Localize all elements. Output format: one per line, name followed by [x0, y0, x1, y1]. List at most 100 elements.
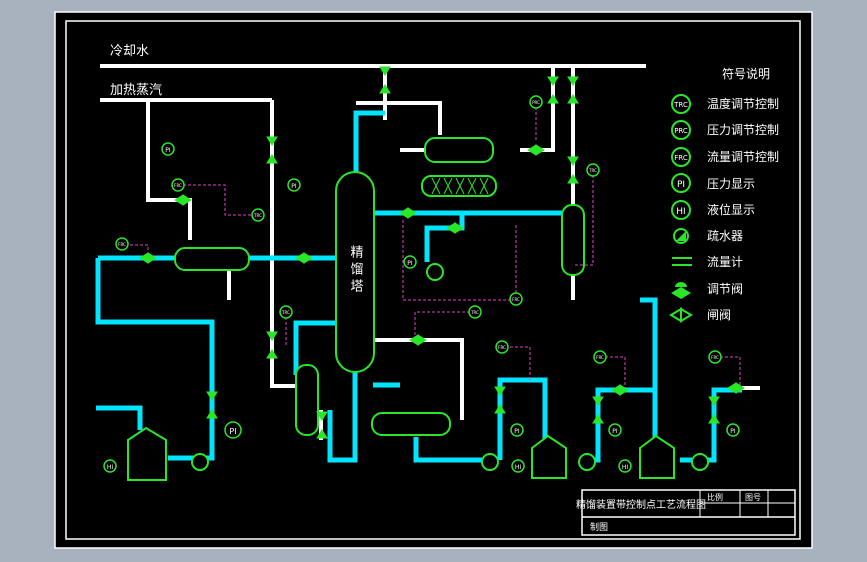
reboiler-return — [293, 320, 337, 375]
svg-text:PI: PI — [730, 428, 736, 435]
svg-text:流量调节控制: 流量调节控制 — [707, 150, 779, 164]
tank3-valve — [708, 396, 720, 424]
cw-gate-1 — [547, 76, 559, 104]
steam-gate-valve — [266, 136, 278, 164]
cw-bottom-cooler — [371, 338, 464, 420]
drafter-label: 制图 — [590, 521, 608, 533]
legend-title: 符号说明 — [722, 66, 770, 81]
condenser — [424, 137, 494, 163]
pi-bubble-steam-2: PI — [287, 178, 301, 192]
svg-text:FRC: FRC — [174, 183, 182, 188]
cw-condenser-in — [356, 101, 442, 135]
reflux-drum — [421, 175, 497, 197]
process-lines — [95, 110, 742, 463]
product-tank-1 — [531, 434, 567, 479]
pi-bubble-tank1: PI — [510, 423, 524, 437]
instrument-bubbles: PI PI PI PI PI PI PI HI — [103, 95, 740, 473]
trc-bubble-bottom: TRC — [468, 305, 482, 319]
hi-symbol-icon — [671, 200, 691, 220]
prc-bubble-condenser: PRC — [529, 95, 543, 109]
signal-frc-3 — [720, 356, 741, 388]
feed-gate-valve — [206, 391, 218, 419]
feed-pump — [191, 453, 209, 471]
svg-text:PI: PI — [229, 427, 236, 436]
equipment — [127, 137, 709, 481]
cooler-cw-valve — [567, 156, 579, 184]
transfer-pump-1 — [578, 453, 596, 471]
pi-symbol-icon — [671, 173, 691, 193]
pi-bubble-feed: PI — [224, 421, 242, 439]
svg-text:闸阀: 闸阀 — [707, 308, 731, 322]
frc2-control-valve — [611, 384, 629, 396]
reboiler-steam-valve — [266, 331, 278, 359]
svg-text:疏水器: 疏水器 — [707, 228, 743, 243]
frc-bubble-reflux: FRC — [509, 292, 523, 306]
legend-item-flowmeter: 流量计 — [672, 255, 743, 269]
cw-condenser-valve — [527, 144, 545, 156]
bottom-pump — [481, 453, 499, 471]
product-cooler — [561, 204, 585, 276]
bottom-control-valve — [409, 334, 427, 346]
cooler-to-pump — [413, 437, 490, 463]
signal-reflux — [402, 220, 517, 301]
feed-preheater — [174, 247, 250, 271]
legend-item-hi: HI 液位显示 — [671, 200, 755, 220]
pi-bubble-tank3: PI — [726, 423, 740, 437]
transfer-pump-2 — [691, 453, 709, 471]
svg-text:FRC: FRC — [498, 345, 506, 350]
frc-symbol-icon — [671, 147, 691, 167]
legend-item-frc: FRC 流量调节控制 — [671, 147, 779, 167]
tank1-line — [497, 377, 548, 460]
cooling-water-label: 冷却水 — [110, 44, 149, 59]
svg-text:PI: PI — [677, 180, 685, 190]
raw-tank-inlet — [96, 405, 143, 430]
svg-text:流量计: 流量计 — [707, 255, 743, 269]
legend-item-gate-valve: 闸阀 — [669, 307, 731, 323]
bottom-product-cooler — [371, 412, 451, 436]
svg-text:压力调节控制: 压力调节控制 — [707, 123, 779, 137]
svg-text:TRC: TRC — [588, 168, 597, 173]
svg-text:HI: HI — [622, 464, 629, 471]
flowmeter-icon — [672, 257, 692, 266]
hi-bubble-raw-tank: HI — [103, 459, 117, 473]
trc-bubble-reboiler: TRC — [279, 305, 293, 319]
frc-bubble-feed: FRC — [115, 237, 129, 251]
frc-bubble-steam: FRC — [171, 178, 185, 192]
svg-text:PRC: PRC — [532, 100, 540, 105]
svg-text:压力显示: 压力显示 — [707, 177, 755, 191]
raw-material-tank — [127, 426, 167, 481]
column-feed-valve — [295, 252, 313, 264]
svg-text:HI: HI — [107, 464, 114, 471]
reflux-gate-valve — [446, 222, 464, 234]
reboiler — [295, 364, 319, 436]
legend-item-prc: PRC 压力调节控制 — [671, 120, 779, 140]
valves — [139, 66, 745, 439]
hi-bubble-tank2: HI — [618, 459, 632, 473]
frc-bubble-tank2: FRC — [593, 350, 607, 364]
svg-text:TRC: TRC — [673, 101, 688, 109]
legend: 符号说明 TRC 温度调节控制 PRC 压力调节控制 FRC 流量调节控制 PI… — [669, 66, 779, 323]
legend-item-control-valve: 调节阀 — [671, 282, 743, 299]
svg-text:液位显示: 液位显示 — [707, 202, 755, 217]
svg-text:TRC: TRC — [470, 310, 479, 315]
steam-branch-reboiler — [270, 100, 296, 388]
trc-symbol-icon — [671, 94, 691, 114]
legend-item-steam-trap: 疏水器 — [673, 228, 743, 244]
svg-text:FRC: FRC — [711, 355, 719, 360]
hi-bubble-tank1: HI — [511, 459, 525, 473]
reboiler-trap-valve — [316, 411, 328, 439]
title-block: 精馏装置带控制点工艺流程图 比例 图号 制图 — [576, 489, 796, 536]
svg-text:TRC: TRC — [253, 213, 262, 218]
steam-branch-preheater — [146, 100, 192, 240]
frc-bubble-tank1: FRC — [495, 340, 509, 354]
gate-valve-icon — [669, 307, 693, 323]
steam-control-valve — [174, 194, 192, 206]
inner-frame — [65, 20, 801, 540]
frc-bubble-tank3: FRC — [708, 350, 722, 364]
column-label: 精馏塔 — [348, 245, 364, 296]
trc-bubble-cooler: TRC — [586, 163, 600, 177]
tank1-valve — [494, 386, 506, 414]
svg-text:HI: HI — [676, 207, 685, 217]
scale-label: 比例 — [707, 492, 723, 502]
